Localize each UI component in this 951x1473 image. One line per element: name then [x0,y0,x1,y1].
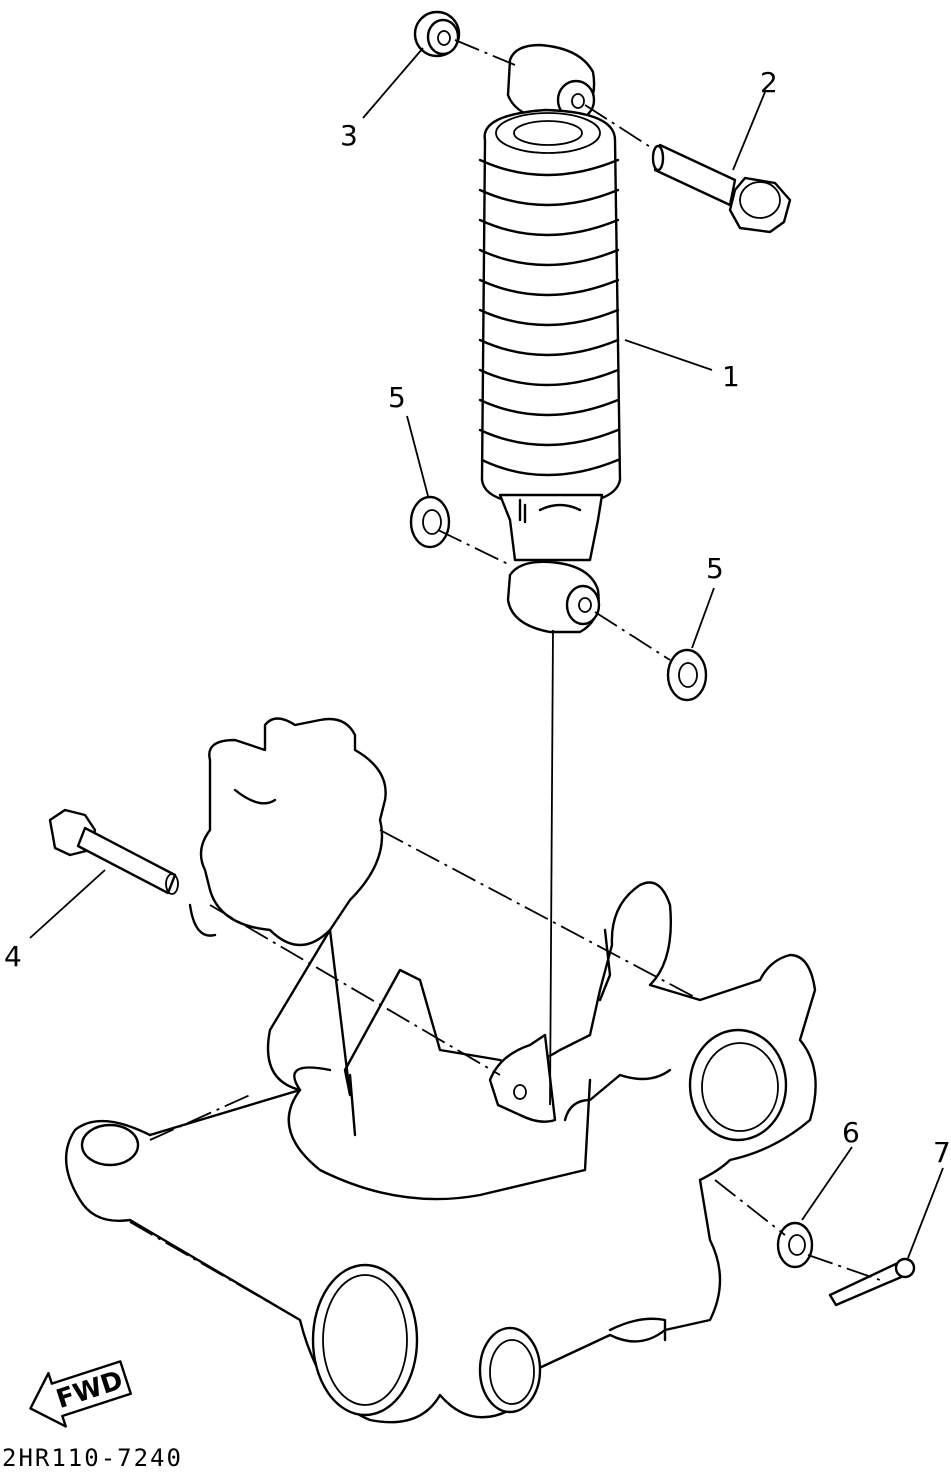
pivot-bolt-part-4 [48,808,179,895]
washer-part-6 [776,1221,814,1269]
callout-1: 1 [722,360,740,393]
callout-4: 4 [4,940,22,973]
shock-absorber-part-1 [478,43,622,634]
swing-arm [64,717,817,1424]
callout-5-lower: 5 [706,552,724,585]
cotter-pin-part-7 [828,1257,916,1307]
callout-2: 2 [760,66,778,99]
diagram-part-code: 2HR110-7240 [2,1444,183,1472]
assembly-lines [29,39,944,1321]
callout-7: 7 [933,1136,951,1169]
washer-part-5-lower [666,648,708,702]
washer-part-5-upper [409,495,451,549]
nut-part-3 [413,10,461,58]
callout-5-upper: 5 [388,381,406,414]
fwd-direction-arrow: FWD [29,1360,133,1428]
callout-3: 3 [340,119,358,152]
bolt-part-2 [651,143,792,234]
callout-6: 6 [842,1116,860,1149]
